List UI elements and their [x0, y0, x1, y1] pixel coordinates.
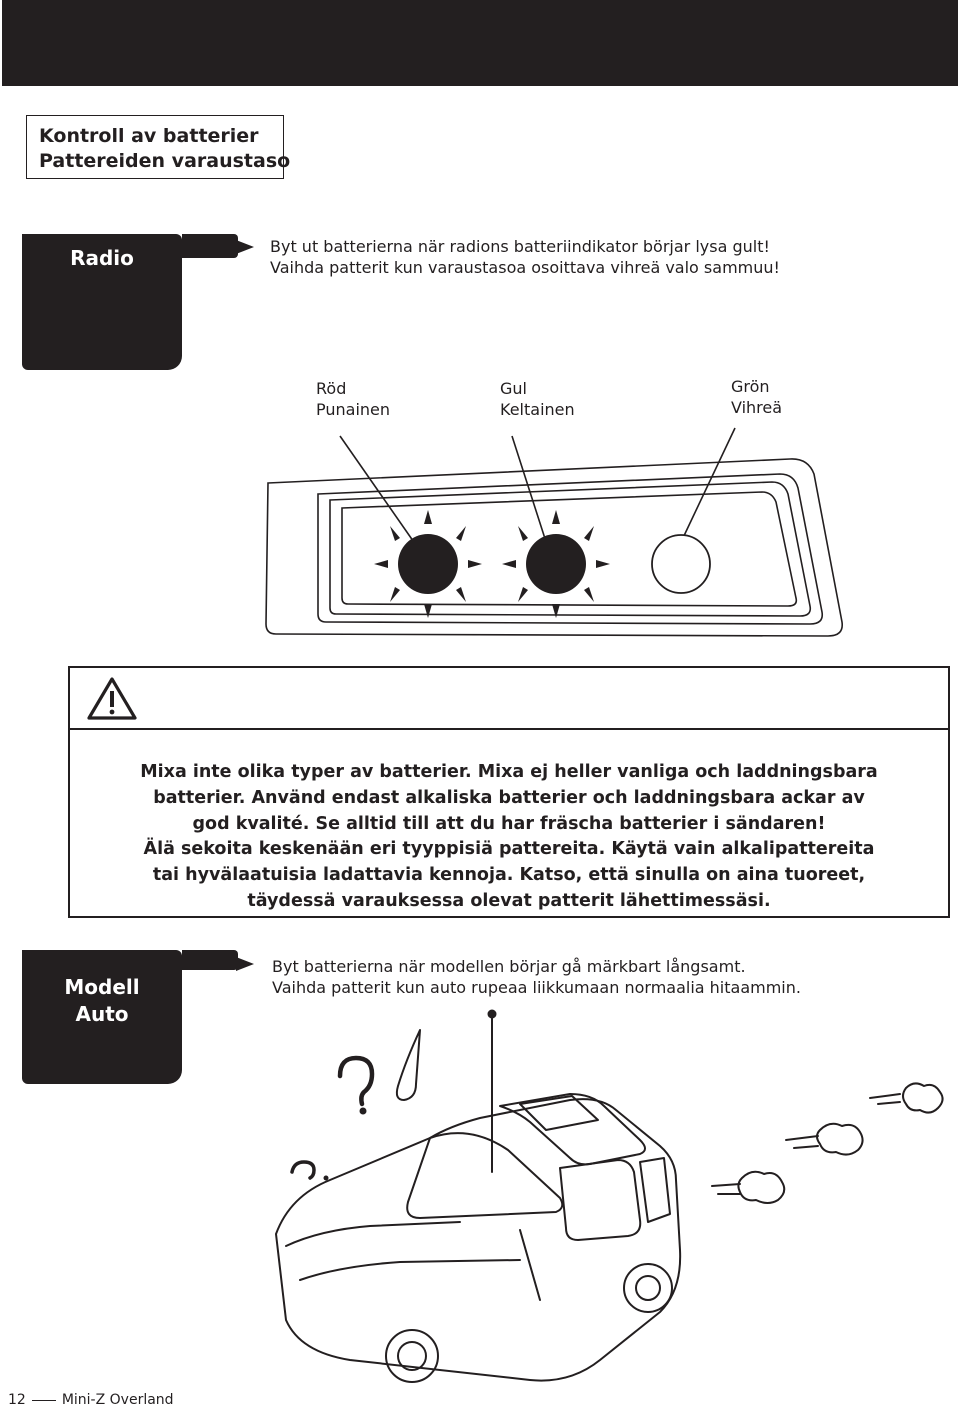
- radio-instruction-finnish: Vaihda patterit kun varaustasoa osoittav…: [270, 258, 780, 277]
- model-tab-label: Modell Auto: [22, 974, 182, 1028]
- model-instruction-swedish: Byt batterierna när modellen börjar gå m…: [272, 957, 746, 976]
- warning-line: god kvalité. Se alltid till att du har f…: [192, 813, 826, 834]
- model-instructions: Byt batterierna när modellen börjar gå m…: [272, 956, 801, 998]
- model-instruction-finnish: Vaihda patterit kun auto rupeaa liikkuma…: [272, 978, 801, 997]
- red-led-lit-icon: [374, 510, 482, 618]
- led-label-green: Grön Vihreä: [731, 376, 782, 418]
- product-name: Mini-Z Overland: [61, 1392, 174, 1408]
- title-line-finnish: Pattereiden varaustaso: [39, 150, 291, 172]
- model-tab-label-finnish: Auto: [75, 1002, 129, 1026]
- led-label-red-fi: Punainen: [316, 400, 391, 419]
- led-label-red: Röd Punainen: [316, 378, 390, 420]
- led-label-green-fi: Vihreä: [731, 398, 783, 417]
- model-tab-label-swedish: Modell: [64, 975, 140, 999]
- model-tab: Modell Auto: [22, 950, 238, 1084]
- section-title-box: Kontroll av batterier Pattereiden varaus…: [26, 115, 291, 179]
- warning-line: Mixa inte olika typer av batterier. Mixa…: [140, 762, 878, 782]
- top-black-bar: [2, 0, 958, 86]
- warning-line: täydessä varauksessa olevat patterit läh…: [247, 890, 771, 911]
- led-label-red-sv: Röd: [316, 379, 347, 398]
- radio-tab: Radio: [22, 234, 238, 370]
- arrow-right-icon: [236, 240, 254, 254]
- yellow-led-lit-icon: [502, 510, 610, 618]
- green-led-off-icon: [651, 534, 711, 594]
- radio-instructions: Byt ut batterierna när radions batteriin…: [270, 236, 780, 278]
- radio-instruction-swedish: Byt ut batterierna när radions batteriin…: [270, 237, 770, 256]
- warning-triangle-icon: [87, 677, 137, 720]
- led-label-yellow-fi: Keltainen: [500, 400, 575, 419]
- page-footer: 12 Mini-Z Overland: [8, 1391, 174, 1409]
- radio-tab-label: Radio: [70, 246, 134, 270]
- warning-line: Älä sekoita keskenään eri tyyppisiä patt…: [143, 839, 875, 860]
- slow-car-icon: [275, 1009, 944, 1383]
- warning-header: [70, 668, 948, 730]
- warning-box: Mixa inte olika typer av batterier. Mixa…: [68, 666, 950, 918]
- led-label-yellow-sv: Gul: [500, 379, 527, 398]
- page-number: 12: [8, 1392, 26, 1408]
- footer-rule: [31, 1399, 56, 1401]
- arrow-right-icon: [236, 957, 254, 971]
- led-label-yellow: Gul Keltainen: [500, 378, 575, 420]
- warning-line: batterier. Använd endast alkaliska batte…: [153, 787, 865, 808]
- battery-indicator-panel-illustration: [265, 427, 844, 637]
- warning-text: Mixa inte olika typer av batterier. Mixa…: [70, 760, 948, 915]
- led-label-green-sv: Grön: [731, 377, 770, 396]
- title-line-swedish: Kontroll av batterier: [39, 125, 259, 147]
- warning-line: tai hyvälaatuisia ladattavia kennoja. Ka…: [152, 865, 866, 886]
